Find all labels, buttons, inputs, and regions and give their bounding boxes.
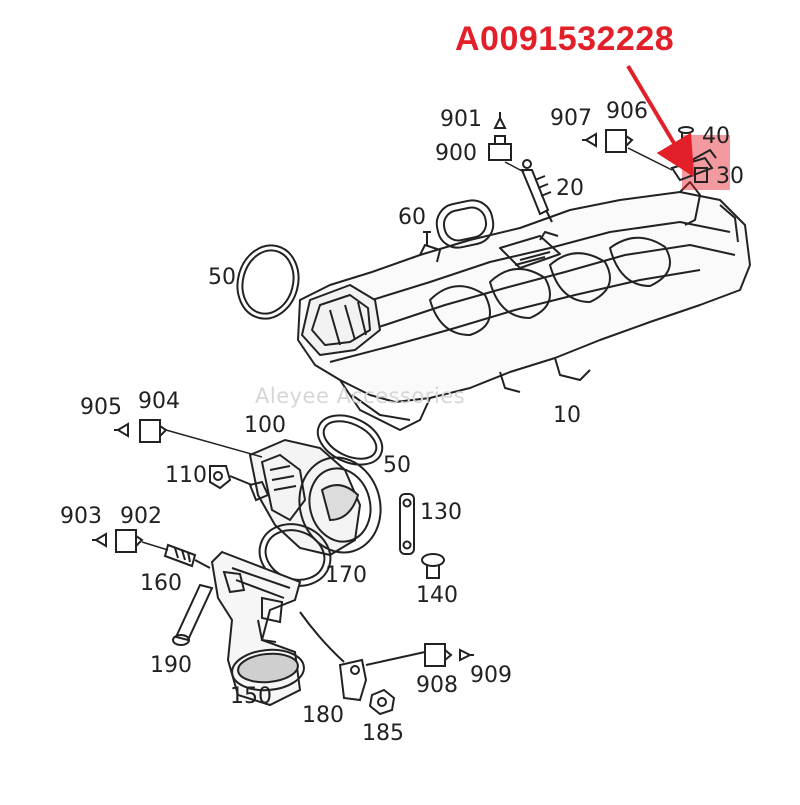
round-gasket-50	[236, 244, 300, 320]
connector-909	[459, 648, 474, 662]
callout-10: 10	[553, 403, 581, 428]
bracket-110	[209, 465, 253, 490]
callout-150: 150	[230, 684, 272, 709]
connector-901	[493, 112, 507, 129]
callout-909: 909	[470, 663, 512, 688]
callout-185: 185	[362, 721, 404, 746]
throttle-body-100	[248, 438, 382, 557]
callout-906: 906	[606, 99, 648, 124]
callout-30: 30	[716, 164, 744, 189]
callout-140: 140	[416, 583, 458, 608]
callout-40: 40	[702, 124, 730, 149]
callout-904: 904	[138, 389, 180, 414]
callout-901: 901	[440, 107, 482, 132]
callout-20: 20	[556, 176, 584, 201]
callout-160: 160	[140, 571, 182, 596]
connector-908	[424, 643, 453, 667]
callout-908: 908	[416, 673, 458, 698]
connector-907	[582, 132, 597, 148]
connector-906	[605, 129, 634, 153]
elbow-pipe-150	[210, 550, 305, 707]
bolt-140	[421, 553, 445, 579]
callout-170: 170	[325, 563, 367, 588]
bolt-190	[172, 583, 214, 646]
callout-180: 180	[302, 703, 344, 728]
connector-903	[92, 532, 107, 548]
callout-60: 60	[398, 205, 426, 230]
connector-902	[115, 529, 144, 553]
callout-130: 130	[420, 500, 462, 525]
callout-903: 903	[60, 504, 102, 529]
gasket-50-lower	[316, 414, 384, 466]
callout-50-upper: 50	[208, 265, 236, 290]
callout-50-lower: 50	[383, 453, 411, 478]
connector-905	[114, 422, 129, 438]
callout-100: 100	[244, 413, 286, 438]
callout-110: 110	[165, 463, 207, 488]
nut-185	[368, 688, 396, 716]
callout-905: 905	[80, 395, 122, 420]
sensor-160	[163, 543, 211, 569]
sensor-180	[299, 611, 426, 702]
oval-gasket-60	[435, 199, 495, 249]
sensor-20	[520, 159, 553, 223]
connector-900	[488, 135, 512, 161]
callout-907: 907	[550, 106, 592, 131]
connector-904	[139, 419, 168, 443]
callout-902: 902	[120, 504, 162, 529]
callout-190: 190	[150, 653, 192, 678]
part-number-label: A0091532228	[455, 20, 675, 58]
highlight-arrow	[626, 64, 695, 178]
intake-manifold	[297, 181, 751, 431]
bracket-130	[399, 493, 415, 555]
callout-900: 900	[435, 141, 477, 166]
watermark-text: Aleyee Accessories	[255, 384, 466, 408]
